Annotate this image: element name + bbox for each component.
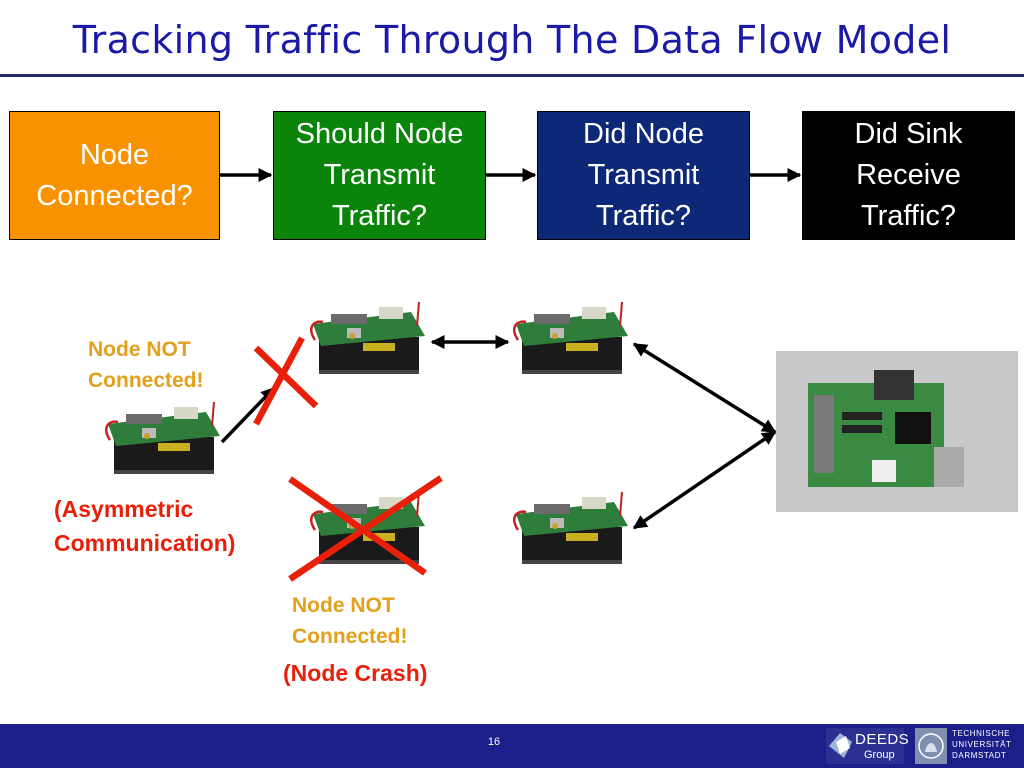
flow-step-did-transmit: Did Node Transmit Traffic?	[537, 111, 750, 240]
tu-logo-line2: UNIVERSITÄT	[952, 740, 1012, 749]
flow-step-should-transmit: Should Node Transmit Traffic?	[273, 111, 486, 240]
footer-bar	[0, 724, 1024, 768]
flow-step-node-connected: Node Connected?	[9, 111, 220, 240]
link-arrow	[632, 342, 777, 434]
page-number: 16	[487, 736, 501, 748]
deeds-logo-subtitle: Group	[864, 749, 895, 761]
tu-seal-icon	[915, 728, 947, 764]
flow-step-label: Should Node Transmit Traffic?	[295, 118, 464, 232]
flow-step-sink-received: Did Sink Receive Traffic?	[802, 111, 1015, 240]
node-not-connected-label: Node NOT Connected!	[88, 338, 204, 392]
sensor-node-image	[508, 488, 632, 574]
sensor-node-image	[100, 398, 224, 484]
failure-cross-mark	[288, 475, 443, 582]
tu-darmstadt-logo: TECHNISCHE UNIVERSITÄT DARMSTADT	[915, 727, 1019, 765]
link-arrow	[632, 430, 777, 530]
tu-logo-line3: DARMSTADT	[952, 751, 1007, 760]
sink-board-image	[776, 351, 1018, 512]
deeds-logo: DEEDS Group	[826, 728, 909, 764]
deeds-logo-icon	[826, 728, 904, 764]
flow-step-label: Did Sink Receive Traffic?	[854, 118, 963, 232]
node-crash-label: (Node Crash)	[283, 660, 428, 686]
flow-step-label: Node Connected?	[36, 138, 193, 212]
asymmetric-communication-label: (Asymmetric Communication)	[54, 496, 236, 556]
deeds-logo-name: DEEDS	[855, 731, 910, 748]
title-rule	[0, 74, 1024, 77]
tu-logo-line1: TECHNISCHE	[952, 729, 1011, 738]
slide-title: Tracking Traffic Through The Data Flow M…	[72, 18, 952, 62]
sensor-node-image	[508, 298, 632, 384]
failure-cross-mark	[253, 336, 319, 426]
sensor-node-image	[305, 298, 429, 384]
flow-step-label: Did Node Transmit Traffic?	[583, 118, 704, 232]
link-arrow	[220, 386, 276, 444]
node-not-connected-label: Node NOT Connected!	[292, 594, 408, 648]
